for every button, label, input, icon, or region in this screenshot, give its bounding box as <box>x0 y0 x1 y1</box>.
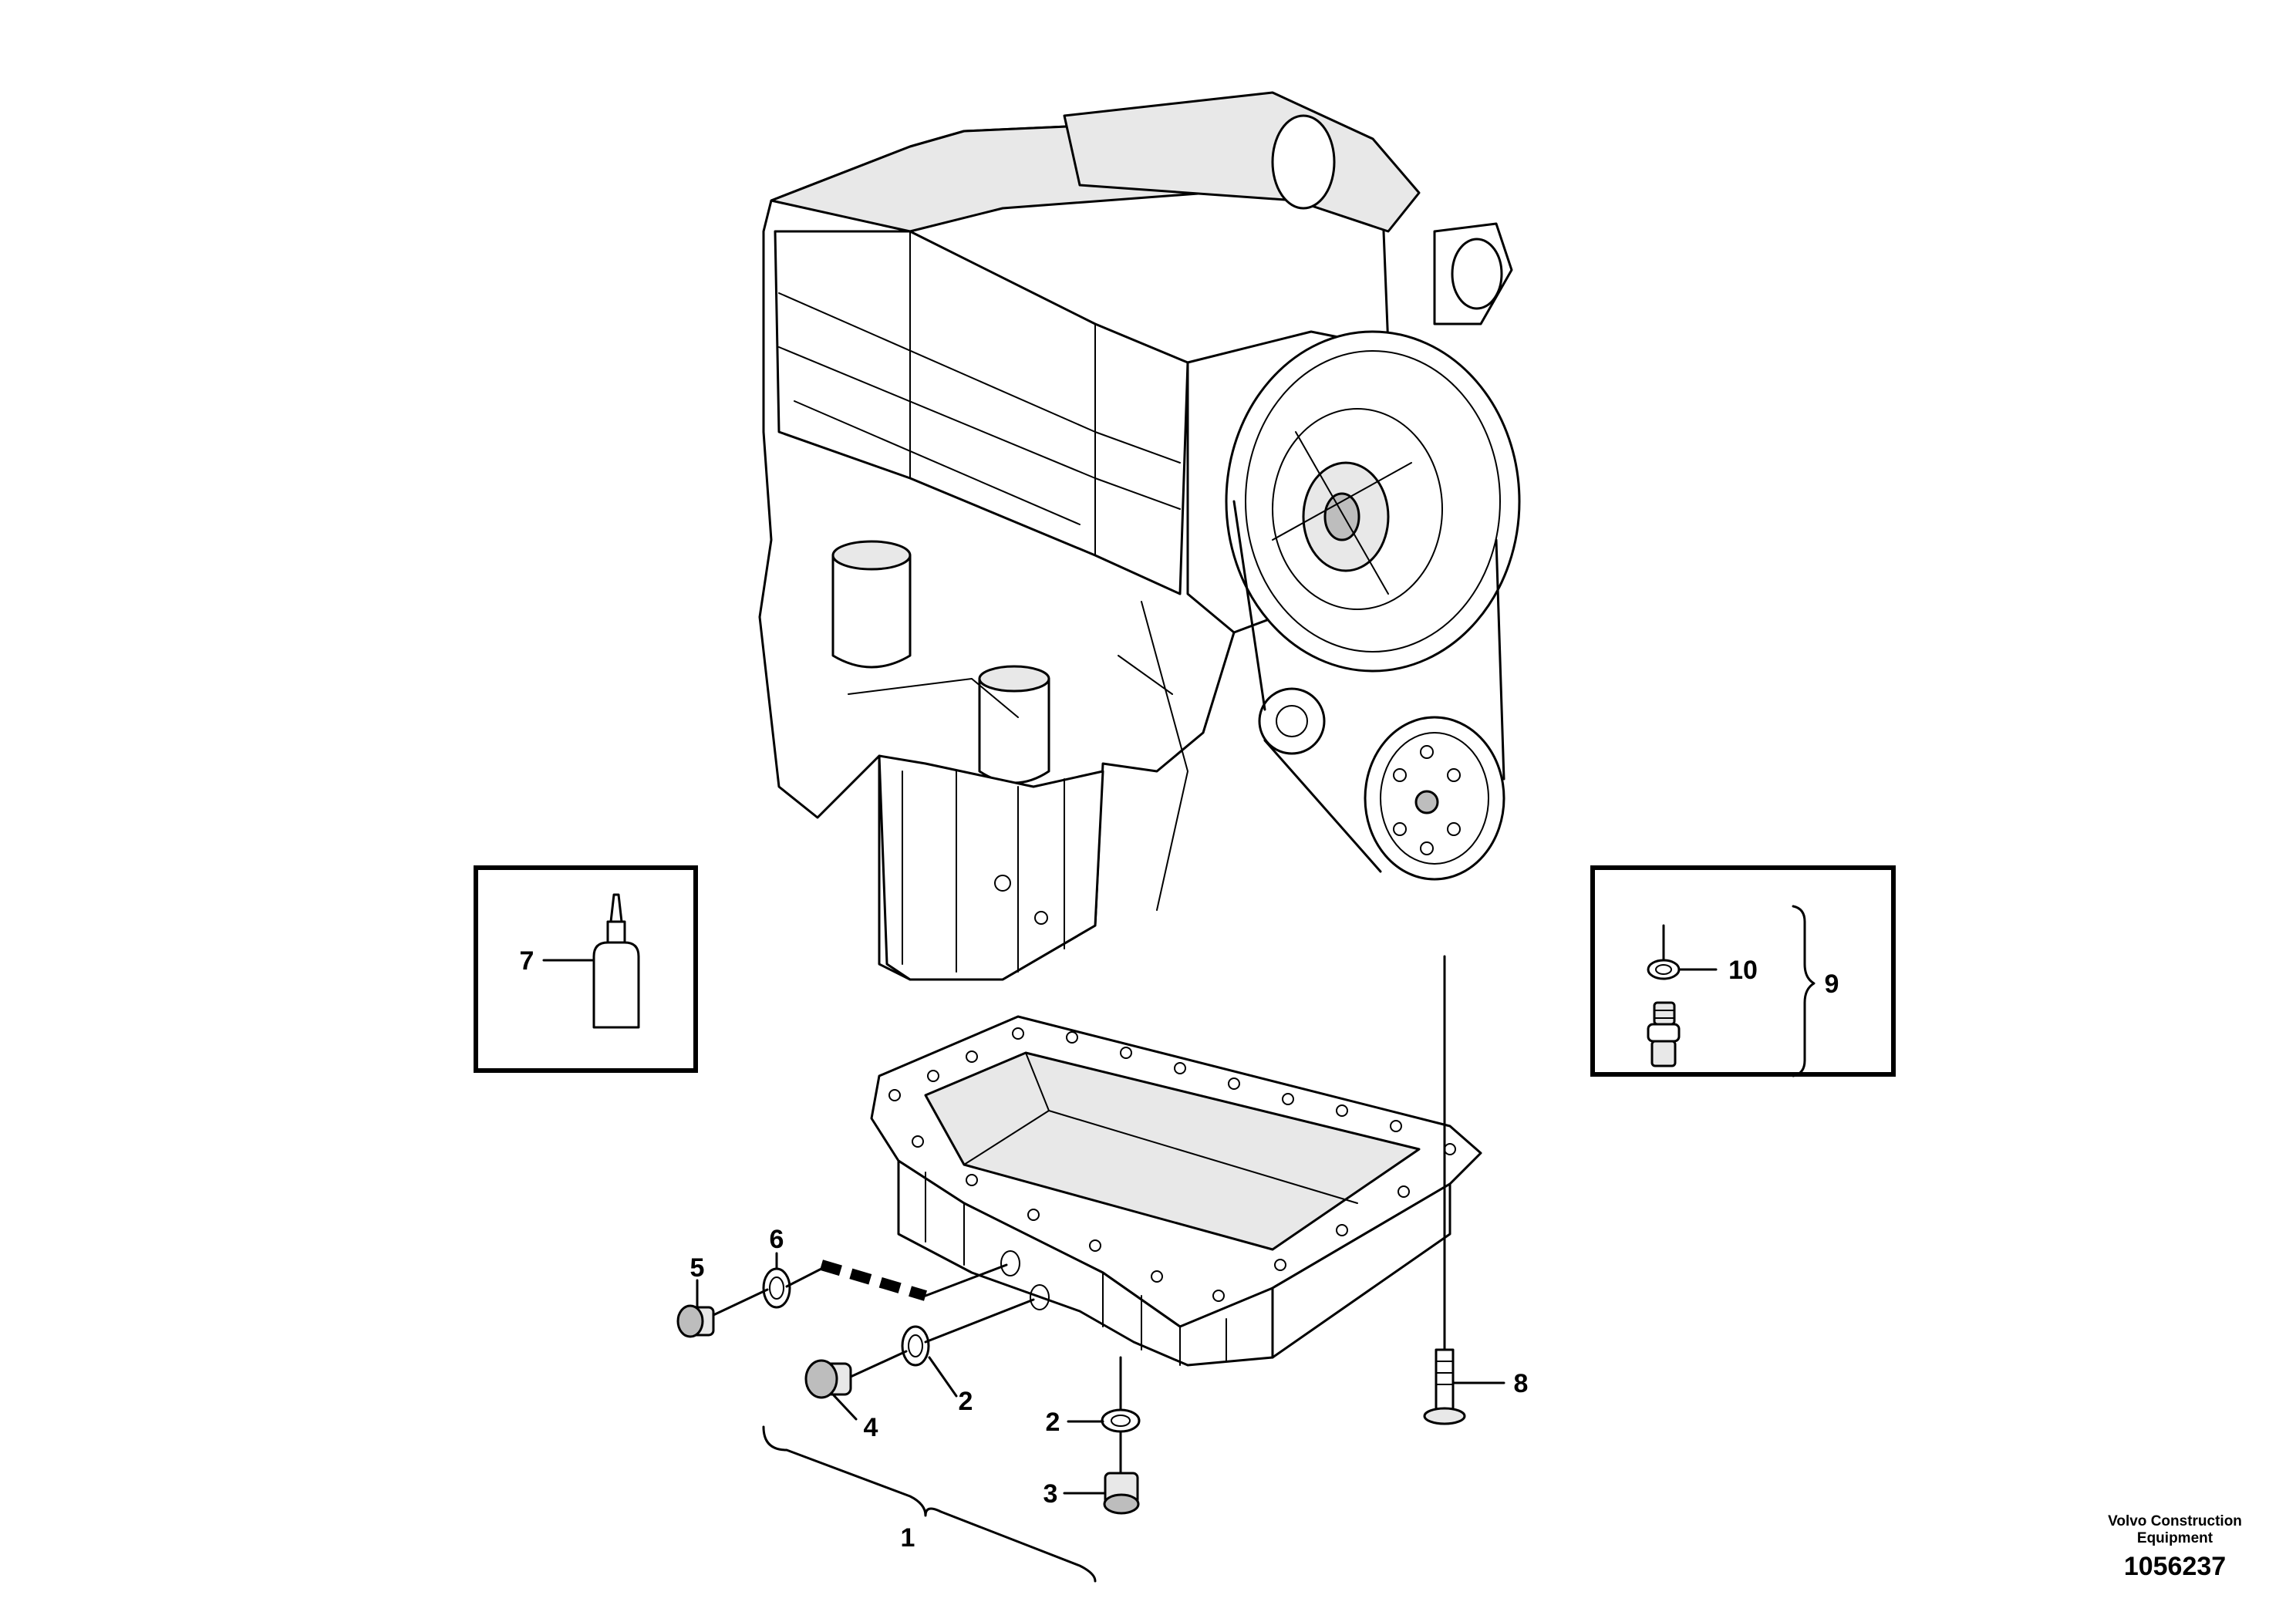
detail-box-9 <box>1590 865 1896 1077</box>
callout-2b: 2 <box>1046 1408 1060 1437</box>
small-parts <box>676 955 1466 1515</box>
callout-10: 10 <box>1728 956 1758 985</box>
bolt-8 <box>1423 1348 1466 1425</box>
oil-pan <box>870 1015 1482 1367</box>
sealing-ring-6 <box>762 1267 791 1309</box>
pan-bolt-holes <box>888 1027 1456 1302</box>
leader-lines <box>696 1252 1505 1583</box>
bracket-1 <box>762 1425 1097 1583</box>
callout-labels: 1 2 2 3 4 5 6 7 8 9 10 <box>520 946 1839 1553</box>
callout-3: 3 <box>1043 1479 1058 1509</box>
sealing-ring-2a <box>901 1325 930 1367</box>
bracket-9 <box>1792 905 1816 1077</box>
callout-4: 4 <box>864 1413 878 1442</box>
callout-2a: 2 <box>959 1387 973 1416</box>
callout-8: 8 <box>1514 1369 1529 1398</box>
plug-3 <box>1103 1472 1140 1515</box>
seal-washer-10 <box>1647 959 1681 980</box>
brand-line-1: Volvo Construction <box>2108 1513 2242 1529</box>
plug-5 <box>676 1304 715 1338</box>
callout-6: 6 <box>770 1225 784 1254</box>
callout-9: 9 <box>1825 969 1839 999</box>
sealing-ring-2b <box>1101 1408 1141 1433</box>
callout-5: 5 <box>690 1253 705 1283</box>
drain-plug-4 <box>804 1359 852 1399</box>
brand-line-2: Equipment <box>2136 1530 2213 1546</box>
callout-7: 7 <box>520 946 534 976</box>
callout-1: 1 <box>901 1523 915 1553</box>
sealant-tube-icon <box>592 893 640 1029</box>
brand-name: Volvo Construction Equipment <box>2082 1513 2267 1547</box>
drawing-number: 1056237 <box>2123 1552 2227 1581</box>
breather-plug-icon <box>1647 1001 1681 1067</box>
detail-box-7 <box>474 865 698 1073</box>
engine-assembly <box>758 91 1521 981</box>
